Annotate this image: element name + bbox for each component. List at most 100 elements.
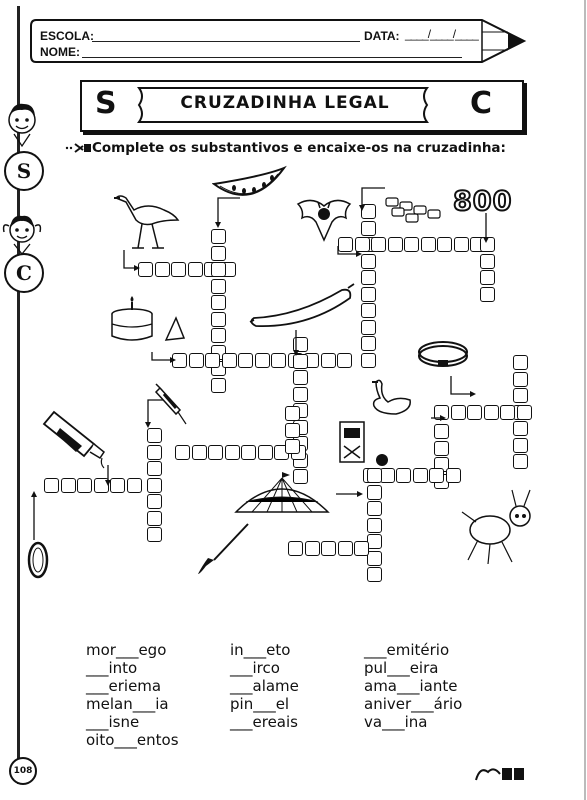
crossword-cell[interactable] [361,270,376,285]
crossword-cell[interactable] [211,378,226,393]
crossword-cell[interactable] [513,454,528,469]
crossword-cell[interactable] [367,501,382,516]
crossword-cell[interactable] [138,262,153,277]
crossword-cell[interactable] [446,468,461,483]
crossword-cell[interactable] [211,262,226,277]
crossword-cell[interactable] [434,441,449,456]
crossword-cell[interactable] [192,445,207,460]
crossword-cell[interactable] [211,279,226,294]
crossword-cell[interactable] [454,237,469,252]
crossword-cell[interactable] [361,303,376,318]
crossword-cell[interactable] [147,511,162,526]
crossword-cell[interactable] [367,518,382,533]
crossword-cell[interactable] [367,485,382,500]
crossword-cell[interactable] [225,445,240,460]
crossword-cell[interactable] [255,353,270,368]
crossword-cell[interactable] [211,229,226,244]
crossword-cell[interactable] [241,445,256,460]
crossword-cell[interactable] [321,541,336,556]
crossword-cell[interactable] [355,237,370,252]
crossword-cell[interactable] [94,478,109,493]
crossword-cell[interactable] [147,445,162,460]
crossword-cell[interactable] [480,254,495,269]
crossword-cell[interactable] [293,354,308,369]
crossword-cell[interactable] [367,567,382,582]
crossword-cell[interactable] [517,405,532,420]
crossword-cell[interactable] [354,541,369,556]
crossword-cell[interactable] [288,541,303,556]
crossword-cell[interactable] [175,445,190,460]
page-left-rule [17,6,20,784]
crossword-cell[interactable] [77,478,92,493]
escola-field[interactable] [92,29,360,42]
crossword-cell[interactable] [437,237,452,252]
crossword-cell[interactable] [451,405,466,420]
crossword-cell[interactable] [127,478,142,493]
nome-field[interactable] [82,45,462,58]
crossword-cell[interactable] [205,353,220,368]
crossword-cell[interactable] [484,405,499,420]
crossword-cell[interactable] [338,541,353,556]
crossword-cell[interactable] [434,424,449,439]
crossword-cell[interactable] [293,387,308,402]
crossword-cell[interactable] [367,468,382,483]
crossword-cell[interactable] [338,237,353,252]
crossword-cell[interactable] [371,237,386,252]
crossword-cell[interactable] [211,295,226,310]
crossword-cell[interactable] [147,478,162,493]
crossword-cell[interactable] [337,353,352,368]
crossword-cell[interactable] [44,478,59,493]
crossword-cell[interactable] [421,237,436,252]
crossword-cell[interactable] [388,237,403,252]
crossword-cell[interactable] [147,527,162,542]
crossword-cell[interactable] [513,438,528,453]
crossword-cell[interactable] [110,478,125,493]
crossword-cell[interactable] [211,246,226,261]
crossword-cell[interactable] [147,494,162,509]
bat-icon [296,199,352,242]
crossword-cell[interactable] [513,372,528,387]
crossword-cell[interactable] [258,445,273,460]
crossword-cell[interactable] [513,355,528,370]
crossword-cell[interactable] [171,262,186,277]
crossword-cell[interactable] [208,445,223,460]
crossword-cell[interactable] [429,468,444,483]
crossword-cell[interactable] [155,262,170,277]
crossword-cell[interactable] [285,439,300,454]
crossword-cell[interactable] [271,353,286,368]
crossword-cell[interactable] [321,353,336,368]
crossword-cell[interactable] [480,287,495,302]
crossword-cell[interactable] [285,406,300,421]
crossword-cell[interactable] [513,388,528,403]
crossword-cell[interactable] [413,468,428,483]
crossword-cell[interactable] [147,461,162,476]
crossword-cell[interactable] [361,320,376,335]
crossword-cell[interactable] [500,405,515,420]
crossword-cell[interactable] [189,353,204,368]
crossword-cell[interactable] [222,353,237,368]
crossword-cell[interactable] [293,370,308,385]
crossword-cell[interactable] [361,204,376,219]
crossword-cell[interactable] [480,270,495,285]
data-field[interactable]: ____/____/____ [405,27,479,41]
crossword-cell[interactable] [361,336,376,351]
crossword-cell[interactable] [188,262,203,277]
crossword-cell[interactable] [361,353,376,368]
crossword-cell[interactable] [396,468,411,483]
crossword-cell[interactable] [293,469,308,484]
crossword-cell[interactable] [305,541,320,556]
crossword-cell[interactable] [367,551,382,566]
crossword-cell[interactable] [361,287,376,302]
crossword-cell[interactable] [404,237,419,252]
crossword-cell[interactable] [238,353,253,368]
crossword-cell[interactable] [513,421,528,436]
crossword-cell[interactable] [361,221,376,236]
crossword-cell[interactable] [285,423,300,438]
crossword-cell[interactable] [293,337,308,352]
crossword-cell[interactable] [61,478,76,493]
crossword-cell[interactable] [211,312,226,327]
crossword-cell[interactable] [211,328,226,343]
crossword-cell[interactable] [147,428,162,443]
crossword-cell[interactable] [467,405,482,420]
crossword-cell[interactable] [361,254,376,269]
